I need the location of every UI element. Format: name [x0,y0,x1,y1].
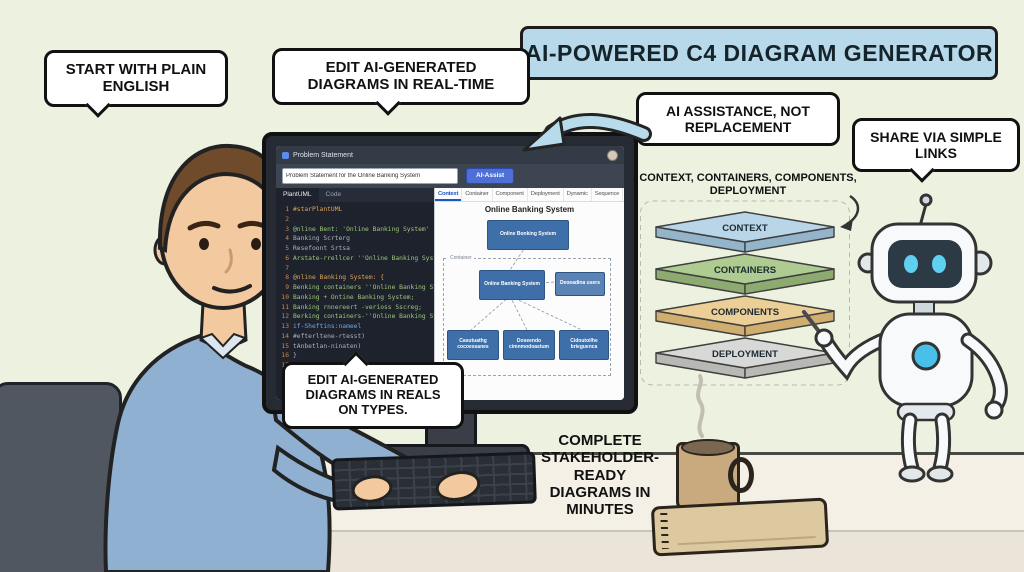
user-avatar[interactable] [607,149,618,161]
caption-complete-diagrams: COMPLETE STAKEHOLDER-READY DIAGRAMS IN M… [540,432,660,518]
code-line: 8@nline Banking System: { [285,274,384,282]
preview-tab-sequence[interactable]: Sequence [592,188,624,201]
boundary-label: Container [448,255,474,261]
bubble-start-plain-english: START WITH PLAIN ENGLISH [44,50,228,118]
preview-tab-dynamic[interactable]: Dynamic [564,188,592,201]
bubble-start-text: START WITH PLAIN ENGLISH [65,61,207,96]
robot-hand-right [984,400,1004,420]
diagram-node-users: Deoeadina users [555,272,605,296]
code-lines[interactable]: 1#starPlantUML 2 3@nline Bent: 'Online Ban… [276,202,434,400]
app-title: Problem Statement [293,151,353,159]
editor-tab-code[interactable]: Code [325,191,342,198]
mouth [212,284,252,294]
bubble-types-text: EDIT AI-GENERATED DIAGRAMS IN REALS ON T… [305,372,441,417]
eye-left [199,238,209,250]
editor-tab-plantuml[interactable]: PlantUML [276,188,319,202]
layer-components: COMPONENTS [655,295,835,337]
code-line: 16} [281,352,297,360]
coffee-mug [676,439,754,510]
code-line: 1#starPlantUML [285,206,343,213]
mug-opening [681,439,735,456]
code-line: 2 [285,215,289,223]
bubble-assist-text: AI ASSISTANCE, NOT REPLACEMENT [666,103,810,136]
layer-containers-label: CONTAINERS [714,265,776,276]
bubble-edit-types: EDIT AI-GENERATED DIAGRAMS IN REALS ON T… [282,351,464,429]
diagram-node-system-inner: Online Banking System [479,270,545,300]
notebook [650,497,830,557]
app-titlebar: Problem Statement [276,146,624,164]
robot-head [857,193,993,304]
prompt-bar: AI-Assist [276,164,624,188]
bubble-share-text: SHARE VIA SIMPLE LINKS [870,129,1002,162]
code-line: 7 [285,264,289,272]
diagram-node-bottom-3: Cidoutoilhe brieguenca [559,330,609,360]
diagram-node-system: Online Bonking System [487,220,569,250]
preview-tab-component[interactable]: Component [493,188,528,201]
preview-tab-deployment[interactable]: Deployment [528,188,564,201]
container-boundary: Container [443,255,611,376]
problem-statement-input[interactable] [282,168,458,184]
robot-arm-pointing [802,310,896,381]
preview-tab-container[interactable]: Container [462,188,493,201]
keyboard [331,451,537,511]
preview-tab-context[interactable]: Context [435,188,463,201]
eye-right [251,238,261,250]
notebook-page-line [677,536,816,546]
code-line: 14#efterltene-rtesst) [281,332,366,340]
layer-deployment: DEPLOYMENT [655,337,835,379]
nose [224,248,233,274]
layer-containers: CONTAINERS [655,253,835,295]
bubble-edit-realtime: EDIT AI-GENERATED DIAGRAMS IN REAL-TIME [272,48,530,116]
robot-face-screen [888,240,962,288]
layer-stack-heading: CONTEXT, CONTAINERS, COMPONENTS, DEPLOYM… [639,172,857,197]
mug-handle [728,457,754,493]
bubble-tail [909,157,935,183]
diagram-canvas: Online Banking System Container [435,202,624,400]
ai-assist-button[interactable]: AI-Assist [466,168,515,184]
code-line: 3@nline Bent: 'Online Banking System' [285,225,430,233]
antenna-ball [919,193,933,207]
layer-stack-outline [640,200,850,386]
layer-context: CONTEXT [655,211,835,253]
title-banner: AI-POWERED C4 DIAGRAM GENERATOR [520,26,998,80]
bubble-ai-assistance: AI ASSISTANCE, NOT REPLACEMENT [636,92,840,147]
robot-body [878,301,1008,483]
robot-illustration [802,188,1024,488]
editor-tabs: PlantUML Code [276,188,434,202]
bubble-realtime-text: EDIT AI-GENERATED DIAGRAMS IN REAL-TIME [307,59,495,94]
app-icon [282,151,289,159]
diagram-node-bottom-1: Casutuathg cocoessanes [447,330,499,360]
layer-components-label: COMPONENTS [711,307,779,318]
diagram-node-bottom-2: Doseendo cimnmodoastum [503,330,555,360]
robot-hand-left [814,328,834,348]
layer-context-label: CONTEXT [722,223,768,234]
robot-eye-left [904,255,918,273]
bubble-share-links: SHARE VIA SIMPLE LINKS [852,118,1020,183]
robot-chest-light [911,341,941,371]
eyebrow-left [187,220,221,231]
robot-eye-right [932,255,946,273]
layer-stack: CONTEXT CONTAINERS COMPONENTS DEPLOYMENT [638,198,852,388]
diagram-title: Online Banking System [484,205,575,214]
layer-deployment-label: DEPLOYMENT [712,349,778,360]
